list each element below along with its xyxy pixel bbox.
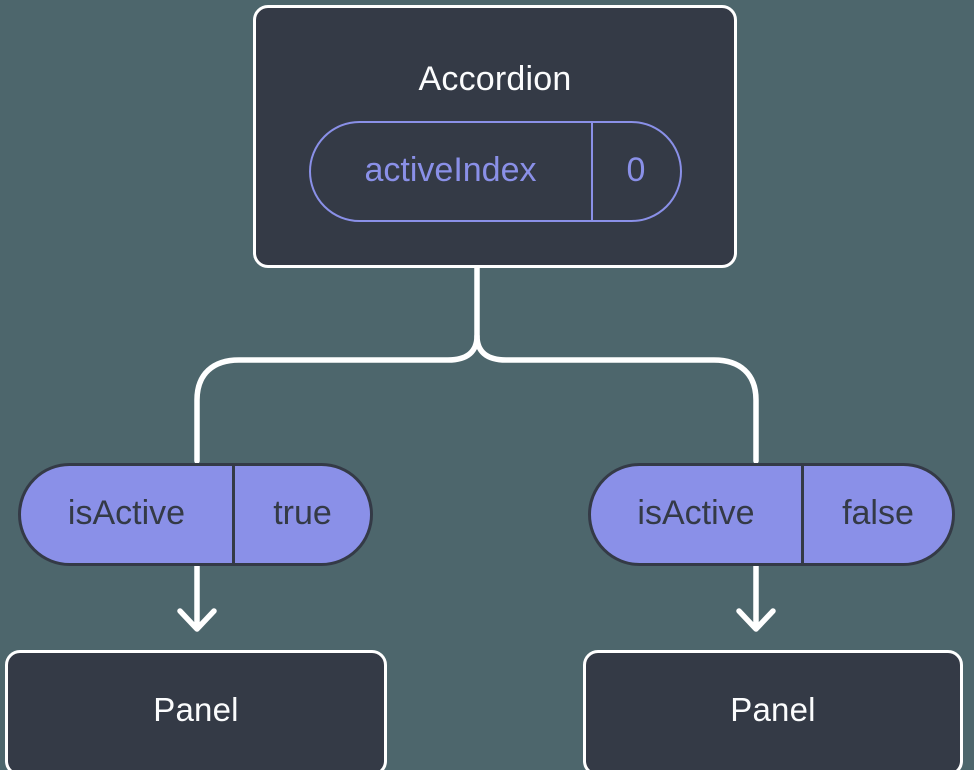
prop-pill-value: true (232, 466, 370, 563)
prop-pill-name: isActive (637, 494, 755, 532)
arrow-down-left-icon (177, 561, 217, 632)
connector-trunk-and-left-branch (194, 258, 480, 464)
connector-right-branch (474, 333, 759, 464)
prop-pill-value: false (801, 466, 952, 563)
state-pill-name: activeIndex (364, 151, 537, 189)
prop-pill-name: isActive (67, 494, 186, 532)
panel-component-box-left: Panel (5, 650, 387, 770)
accordion-component-box: Accordion activeIndex 0 (253, 5, 737, 268)
state-pill-value: 0 (590, 123, 680, 220)
accordion-title: Accordion (418, 60, 572, 98)
prop-pill-isactive-right: isActive false (588, 463, 955, 566)
panel-title: Panel (730, 691, 816, 728)
panel-title: Panel (153, 691, 239, 728)
panel-component-box-right: Panel (583, 650, 963, 770)
state-pill-activeindex: activeIndex 0 (308, 121, 682, 222)
prop-pill-isactive-left: isActive true (18, 463, 373, 566)
arrow-down-right-icon (736, 561, 776, 632)
